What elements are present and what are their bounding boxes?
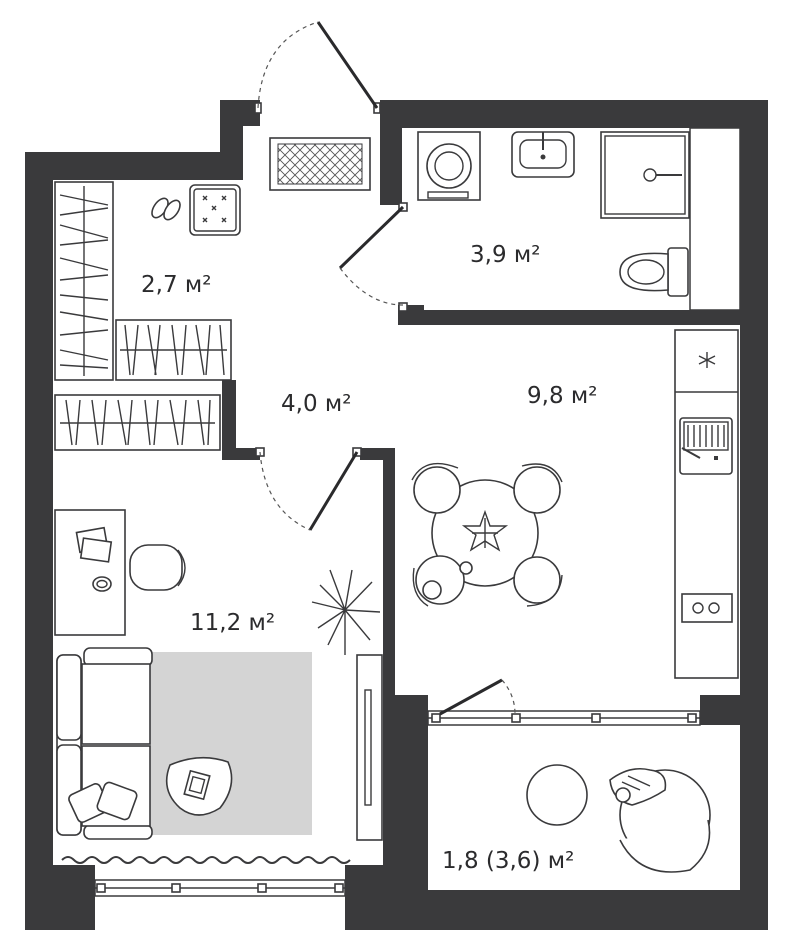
rug — [150, 652, 312, 835]
bathroom-door — [338, 202, 408, 312]
dining-chairs — [411, 462, 563, 607]
area-label-balcony: 1,8 (3,6) м² — [442, 848, 574, 874]
wardrobe-middle — [115, 319, 232, 381]
entrance-door — [254, 21, 381, 114]
walls — [25, 100, 768, 930]
fridge-snowflake-icon — [698, 352, 716, 368]
area-label-kitchen: 9,8 м² — [527, 383, 597, 409]
kitchen-counter — [674, 329, 739, 679]
toilet — [619, 247, 689, 297]
window-living-room — [94, 879, 346, 897]
plant — [311, 569, 381, 655]
balcony-door-frame — [427, 710, 701, 726]
washing-machine — [417, 131, 481, 201]
balcony-armchair — [609, 767, 711, 873]
balcony-table — [526, 764, 588, 826]
coffee-table — [165, 756, 233, 816]
wardrobe-left — [54, 181, 114, 381]
door-mat — [269, 137, 371, 191]
tv-stand — [356, 654, 383, 841]
sofa — [56, 647, 153, 840]
desk — [54, 509, 126, 636]
bathroom-niche — [689, 127, 741, 311]
area-label-living-room: 11,2 м² — [190, 610, 275, 636]
slippers-icon — [151, 197, 181, 221]
ottoman — [189, 184, 241, 236]
area-label-hall: 4,0 м² — [281, 391, 351, 417]
wardrobe-lower — [54, 394, 221, 451]
sink — [511, 131, 575, 178]
dining-table — [431, 479, 539, 587]
kitchen-sink — [679, 417, 733, 475]
curtain — [61, 856, 351, 864]
living-room-door — [255, 447, 362, 531]
area-label-bathroom: 3,9 м² — [470, 242, 540, 268]
cooktop — [681, 593, 733, 623]
shower-tray — [600, 131, 690, 219]
desk-chair — [129, 544, 186, 591]
balcony-door — [439, 678, 516, 716]
area-label-wardrobe: 2,7 м² — [141, 272, 211, 298]
